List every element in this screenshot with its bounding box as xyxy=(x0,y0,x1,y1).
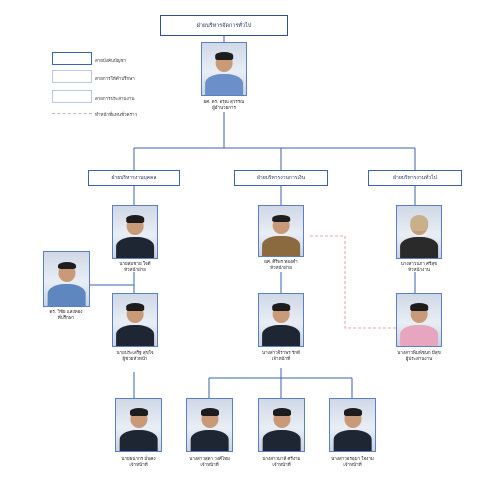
legend-swatch-command xyxy=(52,52,92,65)
person-name: นางสาวอรอุมา ใจงาม xyxy=(331,456,374,461)
person-name: นางสาวสุดา วงศ์ไทย xyxy=(189,456,230,461)
left-staff-photo xyxy=(112,293,158,347)
legend-label: สายการให้คำปรึกษา xyxy=(95,76,135,81)
portrait-hair xyxy=(272,408,291,416)
person-name: นายธนากร มั่นคง xyxy=(121,456,156,461)
mid-staff-photo xyxy=(258,293,304,347)
department-label: ฝ่ายบริหารงานทั่วไป xyxy=(393,175,437,181)
person-name: ผศ. ศิริพร ทองคำ xyxy=(264,259,298,264)
portrait-hair xyxy=(57,261,76,270)
person-role: หัวหน้าฝ่าย xyxy=(124,266,146,272)
right-head-caption: นางสาวนภา ศรีสุข หัวหน้างาน xyxy=(376,261,462,272)
bottom-photo-2 xyxy=(186,398,233,452)
legend-label: สายบังคับบัญชา xyxy=(95,58,127,63)
mid-staff-caption: นางสาวจิราพร รักดี เจ้าหน้าที่ xyxy=(243,350,319,361)
bottom-caption-2: นางสาวสุดา วงศ์ไทย เจ้าหน้าที่ xyxy=(172,456,247,467)
person-role: เจ้าหน้าที่ xyxy=(272,461,291,467)
person-name: นางสาวมาลี ศรีงาม xyxy=(262,456,301,461)
person-name: นางสาวนภา ศรีสุข xyxy=(400,261,438,266)
bottom-photo-1 xyxy=(115,398,162,452)
portrait-body xyxy=(116,325,154,346)
person-role: หัวหน้าฝ่าย xyxy=(270,264,292,270)
person-name: นายสมชาย ใจดี xyxy=(119,261,151,266)
portrait-hair xyxy=(126,215,144,223)
portrait-body xyxy=(262,325,300,346)
portrait-hair xyxy=(410,215,428,231)
portrait-body xyxy=(190,430,229,451)
portrait-body xyxy=(400,325,438,346)
person-role: หัวหน้างาน xyxy=(408,266,430,272)
person-role: ผู้ช่วยหัวหน้า xyxy=(122,355,148,361)
portrait-hair xyxy=(129,408,148,416)
portrait-body xyxy=(400,237,438,258)
portrait-body xyxy=(47,284,86,306)
portrait-hair xyxy=(272,303,290,311)
person-role: เจ้าหน้าที่ xyxy=(129,461,148,467)
portrait-body xyxy=(116,237,154,258)
bottom-caption-4: นางสาวอรอุมา ใจงาม เจ้าหน้าที่ xyxy=(315,456,390,467)
head-photo xyxy=(201,42,247,96)
person-role: ผู้อำนวยการ xyxy=(212,104,236,110)
head-caption: ผศ. ดร. อรุณ สุวรรณ ผู้อำนวยการ xyxy=(184,99,264,110)
bottom-caption-1: นายธนากร มั่นคง เจ้าหน้าที่ xyxy=(101,456,176,467)
bottom-photo-3 xyxy=(258,398,305,452)
mid-head-caption: ผศ. ศิริพร ทองคำ หัวหน้าฝ่าย xyxy=(241,259,321,270)
portrait-hair xyxy=(272,215,290,222)
advisor-photo xyxy=(43,251,90,307)
left-staff-caption: นายประเสริฐ สุขใจ ผู้ช่วยหัวหน้า xyxy=(100,350,170,361)
person-name: นางสาวพิมพ์ชนก มีสุข xyxy=(397,350,441,355)
portrait-hair xyxy=(215,52,233,60)
portrait-body xyxy=(119,430,158,451)
left-head-photo xyxy=(112,205,158,259)
person-name: นายประเสริฐ สุขใจ xyxy=(116,350,154,355)
portrait-hair xyxy=(126,303,144,311)
person-role: ที่ปรึกษา xyxy=(57,314,75,320)
bottom-caption-3: นางสาวมาลี ศรีงาม เจ้าหน้าที่ xyxy=(244,456,319,467)
advisor-caption: ดร. วิชัย แสงทอง ที่ปรึกษา xyxy=(30,309,102,320)
department-label: ฝ่ายบริหารงานบุคคล xyxy=(111,175,157,181)
mid-head-photo xyxy=(258,205,304,257)
top-title-box: ฝ่ายบริหารจัดการทั่วไป xyxy=(160,15,288,36)
department-box-mid: ฝ่ายบริหารงานการเงิน xyxy=(234,170,328,186)
legend-swatch-coordination xyxy=(52,90,92,103)
portrait-hair xyxy=(343,408,362,416)
bottom-photo-4 xyxy=(329,398,376,452)
right-head-photo xyxy=(396,205,442,259)
department-box-left: ฝ่ายบริหารงานบุคคล xyxy=(88,170,180,186)
legend-swatch-advice xyxy=(52,70,92,83)
person-role: เจ้าหน้าที่ xyxy=(271,355,291,361)
person-role: เจ้าหน้าที่ xyxy=(343,461,362,467)
right-staff-photo xyxy=(396,293,442,347)
person-name: ผศ. ดร. อรุณ สุวรรณ xyxy=(203,99,245,104)
person-name: นางสาวจิราพร รักดี xyxy=(262,350,300,355)
person-role: เจ้าหน้าที่ xyxy=(200,461,219,467)
portrait-body xyxy=(262,236,300,256)
portrait-hair xyxy=(200,408,219,416)
department-label: ฝ่ายบริหารงานการเงิน xyxy=(256,175,306,181)
portrait-body xyxy=(205,74,243,95)
portrait-hair xyxy=(410,303,428,311)
legend-label: ทำหน้าที่แทนชั่วคราว xyxy=(95,112,138,117)
connector-dashed-mid-right xyxy=(310,235,396,329)
right-staff-caption: นางสาวพิมพ์ชนก มีสุข ผู้ประสานงาน xyxy=(379,350,459,361)
person-role: ผู้ประสานงาน xyxy=(405,355,433,361)
department-box-right: ฝ่ายบริหารงานทั่วไป xyxy=(368,170,462,186)
legend-label: สายการประสานงาน xyxy=(95,96,135,101)
legend-swatch-acting xyxy=(52,113,92,114)
portrait-body xyxy=(333,430,372,451)
person-name: ดร. วิชัย แสงทอง xyxy=(49,309,83,314)
top-title: ฝ่ายบริหารจัดการทั่วไป xyxy=(196,22,252,29)
left-head-caption: นายสมชาย ใจดี หัวหน้าฝ่าย xyxy=(100,261,170,272)
portrait-body xyxy=(262,430,301,451)
